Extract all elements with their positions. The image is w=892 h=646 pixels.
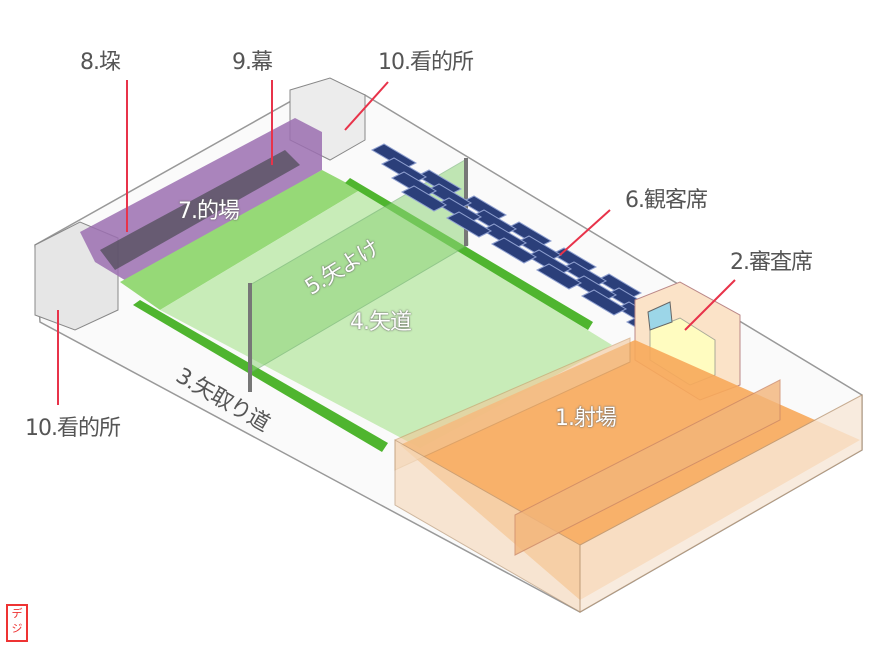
seat: [580, 289, 628, 316]
label-shajo: 1.射場: [555, 406, 617, 431]
label-shinsaseki: 2.審査席: [730, 250, 813, 275]
seat: [490, 237, 538, 264]
label-kantekisho-left: 10.看的所: [25, 416, 121, 441]
shinsaseki-window: [647, 301, 673, 331]
shajo-inner-wall: [514, 379, 781, 556]
shajo-right-wall: [579, 394, 863, 613]
yatorimichi-fence: [133, 300, 388, 452]
label-azuchi: 8.垜: [80, 50, 121, 75]
label-kankyakuseki: 6.観客席: [625, 188, 708, 213]
leader-lines: [57, 80, 736, 405]
audience-seats: [370, 143, 673, 342]
label-maku: 9.幕: [232, 50, 273, 75]
seat: [445, 211, 493, 238]
azuchi-dark: [100, 150, 300, 270]
label-yamichi: 4.矢道: [350, 310, 412, 335]
seat: [535, 263, 583, 290]
label-kantekisho-top: 10.看的所: [378, 50, 474, 75]
matoba-area: [120, 170, 360, 310]
label-matoba: 7.的場: [178, 199, 240, 224]
yamichi-area: [160, 190, 612, 448]
seat: [400, 185, 448, 212]
logo: デジ: [6, 604, 28, 642]
